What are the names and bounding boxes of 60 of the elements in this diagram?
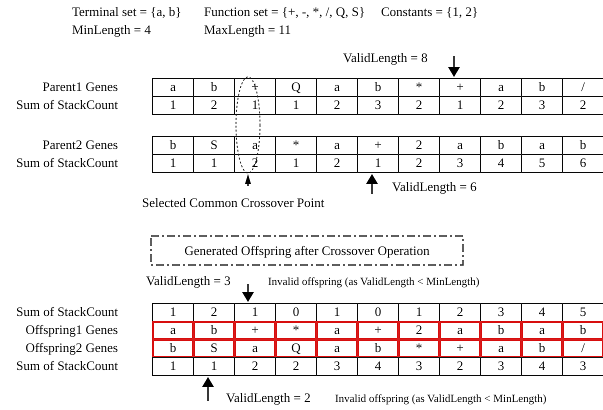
table-cell: b <box>562 321 603 340</box>
table-cell: 2 <box>234 357 276 376</box>
table-cell: 1 <box>152 96 194 115</box>
row-label: Offspring2 Genes <box>24 339 118 357</box>
table-cell: + <box>234 321 276 340</box>
table-cell: 1 <box>152 303 194 322</box>
caption-text: Selected Common Crossover Point <box>142 195 324 211</box>
table-cell: 4 <box>521 357 563 376</box>
table-cell: 4 <box>357 357 399 376</box>
set-text: Constants = {1, 2} <box>381 4 478 20</box>
length-text: ValidLength = 3 <box>146 273 231 289</box>
table-cell: 3 <box>562 357 603 376</box>
row-label: Sum of StackCount <box>15 96 118 114</box>
row-label: Parent1 Genes <box>42 78 118 96</box>
table-cell: a <box>152 321 194 340</box>
table-cell: 1 <box>152 154 194 173</box>
table-cell: + <box>439 339 481 358</box>
table-cell: a <box>152 78 194 97</box>
set-text: Function set = {+, -, *, /, Q, S} <box>204 4 366 20</box>
table-cell: a <box>480 339 522 358</box>
length-text: ValidLength = 2 <box>226 390 311 406</box>
table-cell: a <box>439 321 481 340</box>
parameter-text: MaxLength = 11 <box>204 22 292 38</box>
table-cell: b <box>152 136 194 155</box>
table-cell: 2 <box>439 357 481 376</box>
set-text: Terminal set = {a, b} <box>72 4 182 20</box>
table-cell: a <box>521 321 563 340</box>
length-text: ValidLength = 6 <box>392 179 477 195</box>
table-cell: 3 <box>316 357 358 376</box>
table-cell: a <box>316 339 358 358</box>
table-cell: 3 <box>480 357 522 376</box>
table-cell: b <box>152 339 194 358</box>
table-cell: * <box>275 321 317 340</box>
table-cell: + <box>357 321 399 340</box>
note-text: Invalid offspring (as ValidLength < MinLength) <box>335 392 546 407</box>
table-cell: Q <box>275 339 317 358</box>
table-cell: 2 <box>398 321 440 340</box>
row-label: Sum of StackCount <box>15 154 118 172</box>
table-cell: b <box>357 339 399 358</box>
table-cell: 3 <box>398 357 440 376</box>
table-cell: S <box>193 339 235 358</box>
heading-box: Generated Offspring after Crossover Operation <box>150 235 464 266</box>
table-cell: / <box>562 339 603 358</box>
table-cell: 1 <box>193 357 235 376</box>
row-label: Sum of StackCount <box>15 303 118 321</box>
dotted-ellipse <box>236 76 260 174</box>
table-cell: b <box>193 321 235 340</box>
parameter-text: MinLength = 4 <box>72 22 151 38</box>
row-label: Offspring1 Genes <box>24 321 118 339</box>
table-cell: * <box>398 339 440 358</box>
note-text: Invalid offspring (as ValidLength < MinLength) <box>268 275 480 290</box>
row-label: Sum of StackCount <box>15 357 118 375</box>
table-cell: a <box>316 321 358 340</box>
table-cell: a <box>234 339 276 358</box>
length-text: ValidLength = 8 <box>343 50 428 66</box>
table-cell: 2 <box>275 357 317 376</box>
table-cell: b <box>521 339 563 358</box>
table-cell: b <box>480 321 522 340</box>
row-label: Parent2 Genes <box>42 136 118 154</box>
table-cell: 1 <box>152 357 194 376</box>
